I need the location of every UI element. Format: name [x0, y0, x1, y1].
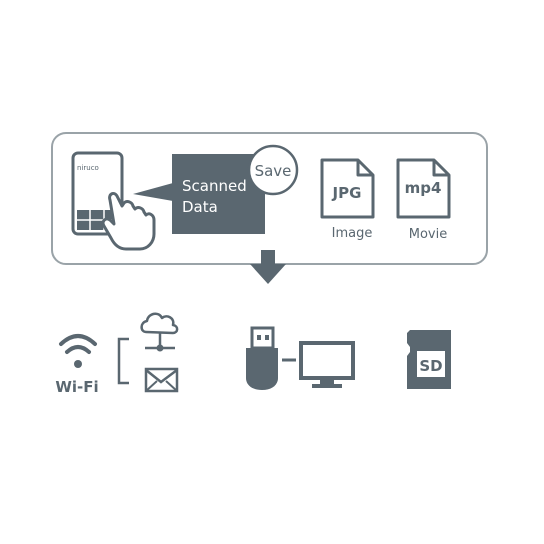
wifi-label: Wi-Fi — [55, 378, 98, 396]
down-arrow-icon — [250, 250, 286, 284]
scanned-label: Scanned — [182, 177, 247, 195]
jpg-file-icon: JPG — [320, 158, 375, 219]
save-label: Save — [255, 162, 292, 180]
phone-brand: niruco — [77, 164, 99, 172]
bracket — [117, 337, 129, 385]
jpg-tag: JPG — [332, 184, 362, 202]
usb-icon — [246, 326, 278, 390]
mail-icon — [144, 367, 179, 393]
mp4-tag: mp4 — [405, 179, 442, 197]
sd-card-icon: SD — [407, 330, 451, 389]
image-label: Image — [332, 226, 373, 241]
movie-label: Movie — [409, 227, 447, 242]
data-label: Data — [182, 198, 218, 216]
mp4-file-icon: mp4 — [396, 158, 451, 219]
monitor-icon — [299, 341, 355, 388]
scanned-data-bubble: Scanned Data — [133, 154, 265, 234]
wifi-icon — [59, 334, 97, 368]
sd-label: SD — [419, 357, 442, 375]
save-badge: Save — [247, 144, 299, 196]
hand-icon — [101, 191, 156, 251]
cloud-network-icon — [140, 312, 179, 352]
